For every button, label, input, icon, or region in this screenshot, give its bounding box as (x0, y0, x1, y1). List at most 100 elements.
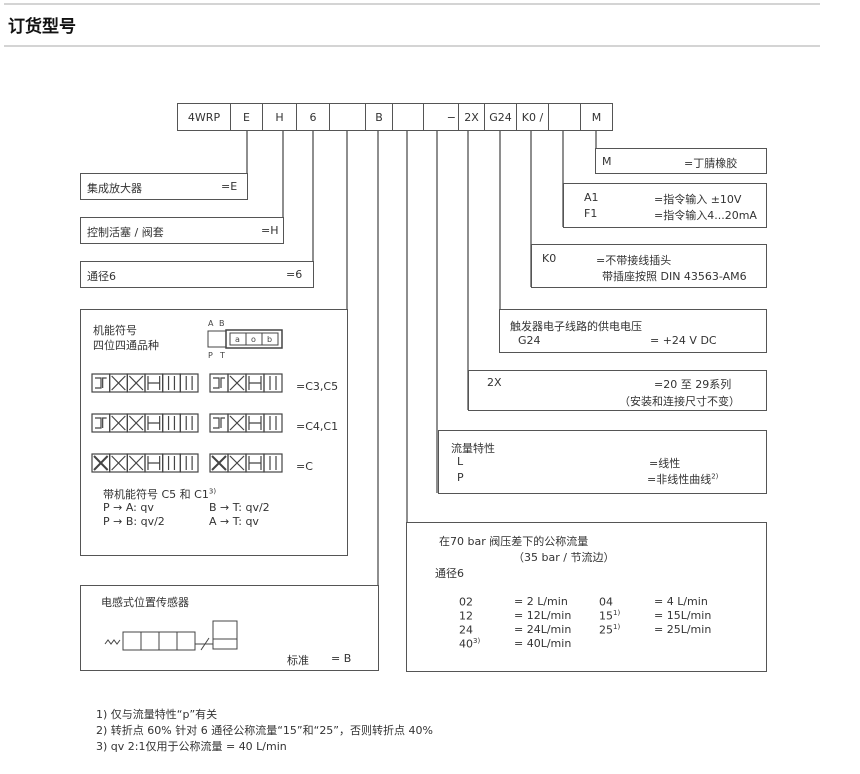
svg-text:b: b (267, 335, 272, 344)
code-cell: 6 (296, 103, 330, 131)
flow-code: 12 (459, 609, 473, 623)
code-cell (392, 103, 424, 131)
flow-code: 151) (599, 609, 621, 623)
key: K0 (542, 252, 557, 265)
valve-function-symbol-icon (209, 373, 283, 393)
code-cell: 2X (458, 103, 485, 131)
option-nominal-flow: 在70 bar 阀压差下的公称流量 （35 bar / 节流边） 通径6 02 =… (406, 522, 767, 672)
flow: P → A: qv (103, 501, 154, 514)
flow-code: 24 (459, 623, 473, 637)
flow: A → T: qv (209, 515, 259, 528)
value: =不带接线插头 (596, 254, 672, 267)
label: 在70 bar 阀压差下的公称流量 (439, 535, 589, 548)
flow-value: = 25L/min (654, 623, 712, 636)
symbol-code: =C (296, 460, 313, 473)
footnote: 3) qv 2:1仅用于公称流量 = 40 L/min (96, 740, 287, 753)
flow-value: = 40L/min (514, 637, 572, 650)
svg-text:a: a (235, 335, 240, 344)
flow-value: = 24L/min (514, 623, 572, 636)
svg-text:B: B (219, 319, 225, 328)
option-size: 通径6 =6 (80, 261, 314, 288)
code-cell: G24 (484, 103, 517, 131)
label: 控制活塞 / 阀套 (87, 226, 164, 239)
symbol-code: =C4,C1 (296, 420, 339, 433)
key: P (457, 471, 464, 484)
code-cell: K0 / (516, 103, 549, 131)
label: 触发器电子线路的供电电压 (510, 320, 642, 333)
code-cell: M (580, 103, 613, 131)
key: F1 (584, 207, 598, 220)
code: = B (331, 652, 352, 665)
label: （35 bar / 节流边） (513, 551, 615, 564)
valve-function-symbol-icon (91, 413, 199, 433)
svg-text:T: T (219, 351, 225, 360)
option-seal: M =丁腈橡胶 (595, 148, 767, 174)
label: 集成放大器 (87, 182, 142, 195)
value: =线性 (649, 457, 681, 470)
symbol-note: 带机能符号 C5 和 C13) (103, 487, 217, 501)
code-cell: − (423, 103, 459, 131)
label: 标准 (287, 654, 309, 667)
flow-code: 04 (599, 595, 613, 609)
svg-text:P: P (208, 351, 213, 360)
key: L (457, 455, 464, 468)
code: =H (261, 224, 279, 237)
flow-code: 251) (599, 623, 621, 637)
value: =指令输入4...20mA (654, 209, 757, 222)
code-cell: 4WRP (177, 103, 231, 131)
sensor-valve-icon (104, 620, 238, 651)
footnote: 1) 仅与流量特性“p”有关 (96, 708, 218, 721)
option-input: A1 =指令输入 ±10V F1 =指令输入4...20mA (563, 183, 767, 228)
option-spool: 控制活塞 / 阀套 =H (80, 217, 284, 244)
label: 通径6 (87, 270, 116, 283)
option-series: 2X =20 至 29系列 （安装和连接尺寸不变） (468, 370, 767, 411)
footnote: 2) 转折点 60% 针对 6 通径公称流量“15”和“25”，否则转折点 40… (96, 724, 433, 737)
flow-value: = 12L/min (514, 609, 572, 622)
label: 机能符号 (93, 324, 137, 337)
value: =指令输入 ±10V (654, 193, 742, 206)
code-cell: H (262, 103, 297, 131)
key: M (602, 155, 612, 168)
code: =6 (286, 268, 303, 281)
code-cell: E (230, 103, 263, 131)
option-connector: K0 =不带接线插头 带插座按照 DIN 43563-AM6 (531, 244, 767, 288)
valve-symbol-icon: A B a o b P T (207, 319, 283, 360)
flow-code: 02 (459, 595, 473, 609)
option-amplifier: 集成放大器 =E (80, 173, 248, 200)
svg-text:o: o (251, 335, 256, 344)
title-divider (4, 45, 820, 47)
value: =丁腈橡胶 (684, 157, 738, 170)
value: =20 至 29系列 (654, 378, 732, 391)
code-cell (548, 103, 581, 131)
svg-text:A: A (208, 319, 214, 328)
flow-value: = 2 L/min (514, 595, 568, 608)
flow: P → B: qv/2 (103, 515, 165, 528)
option-sensor: 电感式位置传感器 标准 = B (80, 585, 379, 671)
value: = +24 V DC (650, 334, 717, 347)
code-cell: B (365, 103, 393, 131)
top-divider (4, 3, 820, 5)
option-voltage: 触发器电子线路的供电电压 G24 = +24 V DC (499, 309, 767, 353)
label: 电感式位置传感器 (101, 596, 189, 609)
code: =E (221, 180, 238, 193)
symbol-code: =C3,C5 (296, 380, 339, 393)
label: 通径6 (435, 567, 464, 580)
key: G24 (518, 334, 541, 347)
label: 四位四通品种 (93, 339, 159, 352)
key: 2X (487, 376, 502, 389)
flow-value: = 15L/min (654, 609, 712, 622)
key: A1 (584, 191, 599, 204)
valve-function-symbol-icon (91, 453, 199, 473)
label: 流量特性 (451, 442, 495, 455)
value: （安装和连接尺寸不变） (619, 395, 740, 408)
valve-function-symbol-icon (209, 453, 283, 473)
valve-function-symbol-icon (209, 413, 283, 433)
code-cell (329, 103, 366, 131)
page-title: 订货型号 (8, 17, 76, 37)
option-symbols: 机能符号 四位四通品种 A B a o b P T =C3,C5 =C4,C1 =C… (80, 309, 348, 556)
flow-value: = 4 L/min (654, 595, 708, 608)
flow: B → T: qv/2 (209, 501, 270, 514)
valve-function-symbol-icon (91, 373, 199, 393)
value: 带插座按照 DIN 43563-AM6 (602, 270, 747, 283)
